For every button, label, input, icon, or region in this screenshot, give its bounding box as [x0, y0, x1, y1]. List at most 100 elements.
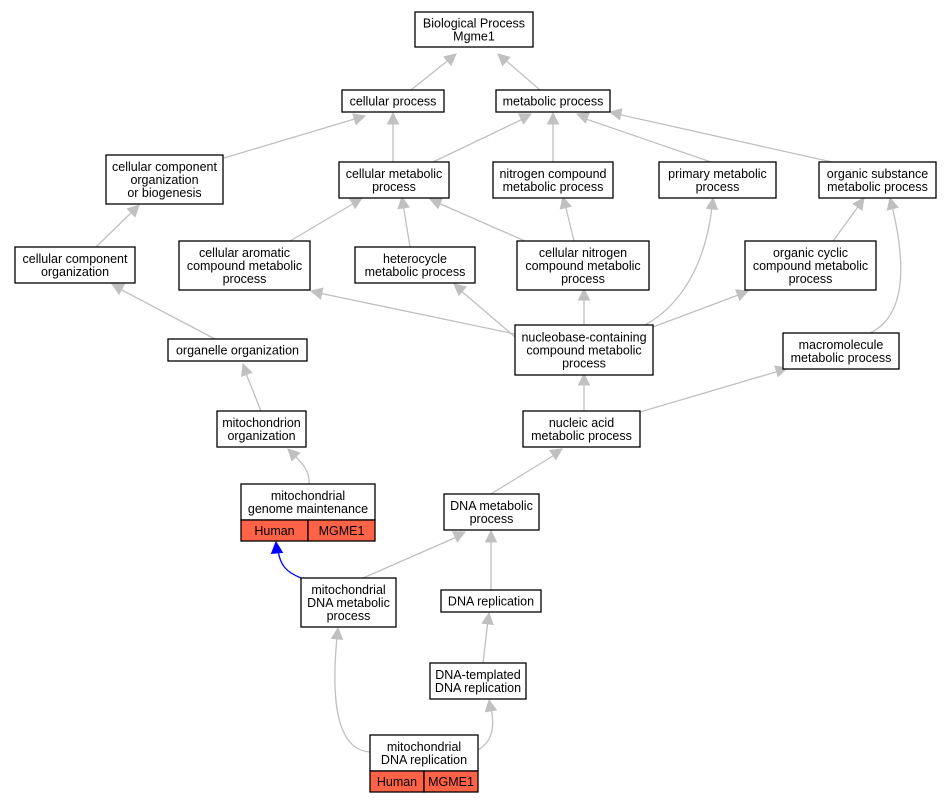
arrowhead	[348, 197, 363, 210]
node-label-line: mitochondrial	[311, 583, 385, 597]
node-box	[300, 577, 397, 628]
node-label-line: Biological Process	[423, 17, 525, 31]
arrowhead	[575, 112, 590, 124]
node-box	[516, 240, 650, 291]
edge	[402, 203, 411, 248]
node-label-line: DNA-templated	[435, 668, 520, 682]
arrowhead	[481, 611, 494, 626]
edge	[435, 201, 526, 242]
node-organelle[interactable]: organelle organization	[167, 338, 308, 362]
node-box	[14, 246, 136, 284]
node-label-line: compound metabolic	[753, 259, 868, 273]
graph-edges	[95, 53, 902, 753]
node-label-line: organization	[41, 265, 109, 279]
node-label-line: process	[696, 180, 740, 194]
node-label-line: organic cyclic	[773, 246, 848, 260]
edge	[490, 453, 557, 495]
node-dna-replication[interactable]: DNA replication	[440, 589, 542, 613]
annotation-species: Human	[377, 775, 417, 789]
node-box	[178, 240, 311, 291]
edge	[318, 292, 516, 335]
arrowhead	[386, 111, 400, 125]
arrowhead	[577, 287, 591, 301]
arrowhead	[397, 195, 410, 210]
node-label-line: cellular metabolic	[346, 167, 443, 181]
node-box	[105, 154, 224, 205]
node-label-line: metabolic process	[827, 180, 928, 194]
node-box	[443, 493, 540, 531]
node-label-line: metabolic process	[531, 429, 632, 443]
arrowhead	[608, 108, 623, 121]
edge	[644, 206, 713, 326]
arrowhead	[352, 113, 367, 126]
arrowhead	[270, 540, 284, 555]
arrowhead	[517, 113, 533, 125]
edge	[502, 57, 541, 91]
edge	[832, 203, 861, 242]
node-box	[167, 338, 308, 362]
node-label-line: organic substance	[827, 167, 929, 181]
arrowhead	[559, 195, 572, 210]
node-metabolic-process[interactable]: metabolic process	[495, 89, 611, 113]
node-label-line: metabolic process	[365, 265, 466, 279]
node-box	[514, 324, 654, 376]
node-box	[492, 161, 614, 199]
node-label-line: organelle organization	[176, 344, 299, 358]
node-label-line: cellular component	[23, 252, 128, 266]
annotation-gene: MGME1	[428, 775, 474, 789]
edge	[458, 288, 516, 338]
node-box	[440, 589, 542, 613]
edge	[477, 707, 494, 751]
node-cellular-process[interactable]: cellular process	[341, 89, 445, 113]
node-label-line: compound metabolic	[525, 259, 640, 273]
arrowhead	[330, 626, 344, 641]
arrowhead	[451, 531, 467, 543]
annotation-species: Human	[254, 524, 294, 538]
node-box	[818, 161, 937, 199]
edge	[639, 370, 780, 413]
node-label-line: process	[561, 272, 605, 286]
node-label-line: cellular process	[350, 95, 437, 109]
arrowhead	[287, 448, 301, 462]
node-label-line: mitochondrial	[387, 740, 461, 754]
node-label-line: heterocycle	[383, 252, 447, 266]
node-label-line: process	[789, 272, 833, 286]
node-label-line: process	[562, 357, 606, 371]
arrowhead	[705, 196, 719, 211]
node-label-line: organization	[130, 173, 198, 187]
annotation-gene: MGME1	[319, 524, 365, 538]
node-box	[369, 734, 479, 772]
arrowhead	[309, 287, 324, 300]
node-label-line: nucleobase-containing	[521, 331, 646, 345]
node-box	[414, 11, 534, 48]
node-label-line: mitochondrion	[222, 416, 301, 430]
edge	[482, 619, 489, 664]
node-box	[240, 483, 376, 521]
node-label-line: nitrogen compound	[499, 167, 606, 181]
node-box	[522, 410, 641, 448]
node-box	[354, 246, 476, 284]
arrowhead	[241, 362, 253, 377]
arrowhead	[484, 529, 498, 543]
annotation-cell	[307, 519, 376, 542]
